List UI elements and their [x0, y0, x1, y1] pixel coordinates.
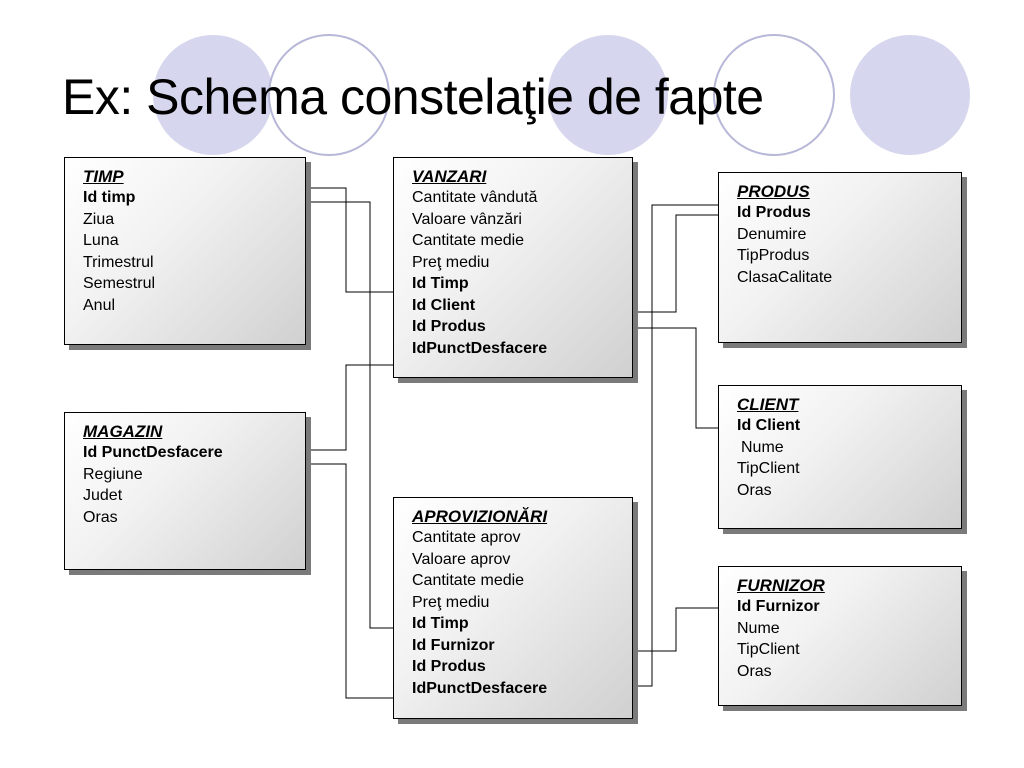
field-oras: Oras	[737, 481, 772, 499]
field-semestrul: Semestrul	[83, 275, 156, 292]
field-nume: Nume	[737, 619, 780, 637]
table-aprovizionari: APROVIZIONĂRI Cantitate aprov Valoare ap…	[393, 497, 633, 719]
deco-circle-2	[268, 34, 390, 156]
field-cantitate-medie: Cantitate medie	[412, 572, 525, 589]
field-id-produs: Id Produs	[412, 318, 486, 335]
field-ziua: Ziua	[83, 210, 115, 228]
field-trimestrul: Trimestrul	[83, 253, 154, 271]
link-vanzari-client	[632, 327, 720, 429]
field-cantitate-aprov: Cantitate aprov	[412, 529, 521, 546]
field-cantitate-vanduta: Cantitate vândută	[412, 189, 538, 206]
field-id-timp: Id Timp	[412, 615, 469, 632]
field-id-client: Id Client	[412, 296, 476, 314]
field-id-client: Id Client	[737, 417, 801, 434]
field-id-furnizor: Id Furnizor	[737, 598, 820, 615]
deco-circle-4	[713, 34, 835, 156]
table-timp: TIMP Id timp Ziua Luna Trimestrul Semest…	[64, 157, 306, 345]
field-luna: Luna	[83, 232, 119, 249]
table-vanzari: VANZARI Cantitate vândută Valoare vânzăr…	[393, 157, 633, 378]
field-id-timp: Id timp	[83, 189, 136, 206]
field-pret-mediu: Preţ mediu	[412, 593, 490, 611]
field-id-punct-desfacere: IdPunctDesfacere	[412, 679, 548, 697]
table-furnizor-name: FURNIZOR	[737, 576, 825, 595]
field-id-produs: Id Produs	[412, 658, 486, 675]
field-valoare-aprov: Valoare aprov	[412, 550, 511, 568]
field-id-timp: Id Timp	[412, 275, 469, 292]
deco-circle-1	[153, 35, 273, 155]
slide-title: Ex: Schema constelaţie de fapte	[62, 69, 764, 125]
link-timp-aprov	[304, 201, 398, 629]
table-client-name: CLIENT	[737, 395, 799, 414]
deco-circle-3	[548, 35, 668, 155]
link-vanzari-produs	[632, 214, 720, 313]
field-tip-produs: TipProdus	[737, 247, 810, 264]
table-magazin-name: MAGAZIN	[83, 422, 163, 441]
field-clasa-calitate: ClasaCalitate	[737, 268, 833, 286]
field-pret-mediu: Preţ mediu	[412, 253, 490, 271]
field-regiune: Regiune	[83, 465, 143, 483]
field-tip-client: TipClient	[737, 641, 800, 658]
link-timp-vanzari-a	[304, 187, 398, 293]
field-id-produs: Id Produs	[737, 204, 811, 221]
table-magazin: MAGAZIN Id PunctDesfacere Regiune Judet …	[64, 412, 306, 570]
link-magazin-aprov	[306, 463, 398, 699]
link-magazin-vanzari	[306, 364, 398, 451]
field-cantitate-medie: Cantitate medie	[412, 232, 525, 249]
field-id-punct-desfacere: IdPunctDesfacere	[412, 339, 548, 357]
table-produs: PRODUS Id Produs Denumire TipProdus Clas…	[718, 172, 962, 343]
field-judet: Judet	[83, 487, 123, 504]
link-aprov-furnizor	[632, 607, 720, 652]
link-aprov-produs	[632, 204, 720, 687]
field-anul: Anul	[83, 296, 116, 314]
field-nume: Nume	[741, 438, 784, 456]
title-decoration	[153, 34, 970, 156]
table-client: CLIENT Id Client Nume TipClient Oras	[718, 385, 962, 529]
table-produs-name: PRODUS	[737, 182, 810, 201]
field-id-furnizor: Id Furnizor	[412, 636, 495, 654]
table-vanzari-name: VANZARI	[412, 167, 487, 186]
table-furnizor: FURNIZOR Id Furnizor Nume TipClient Oras	[718, 566, 962, 706]
field-oras: Oras	[83, 508, 118, 526]
deco-circle-5	[850, 35, 970, 155]
field-tip-client: TipClient	[737, 460, 800, 477]
field-id-punct-desfacere: Id PunctDesfacere	[83, 444, 223, 461]
table-timp-name: TIMP	[83, 167, 124, 186]
field-denumire: Denumire	[737, 225, 807, 243]
field-oras: Oras	[737, 662, 772, 680]
table-aprovizionari-name: APROVIZIONĂRI	[412, 507, 548, 526]
field-valoare-vanzari: Valoare vânzări	[412, 210, 522, 228]
